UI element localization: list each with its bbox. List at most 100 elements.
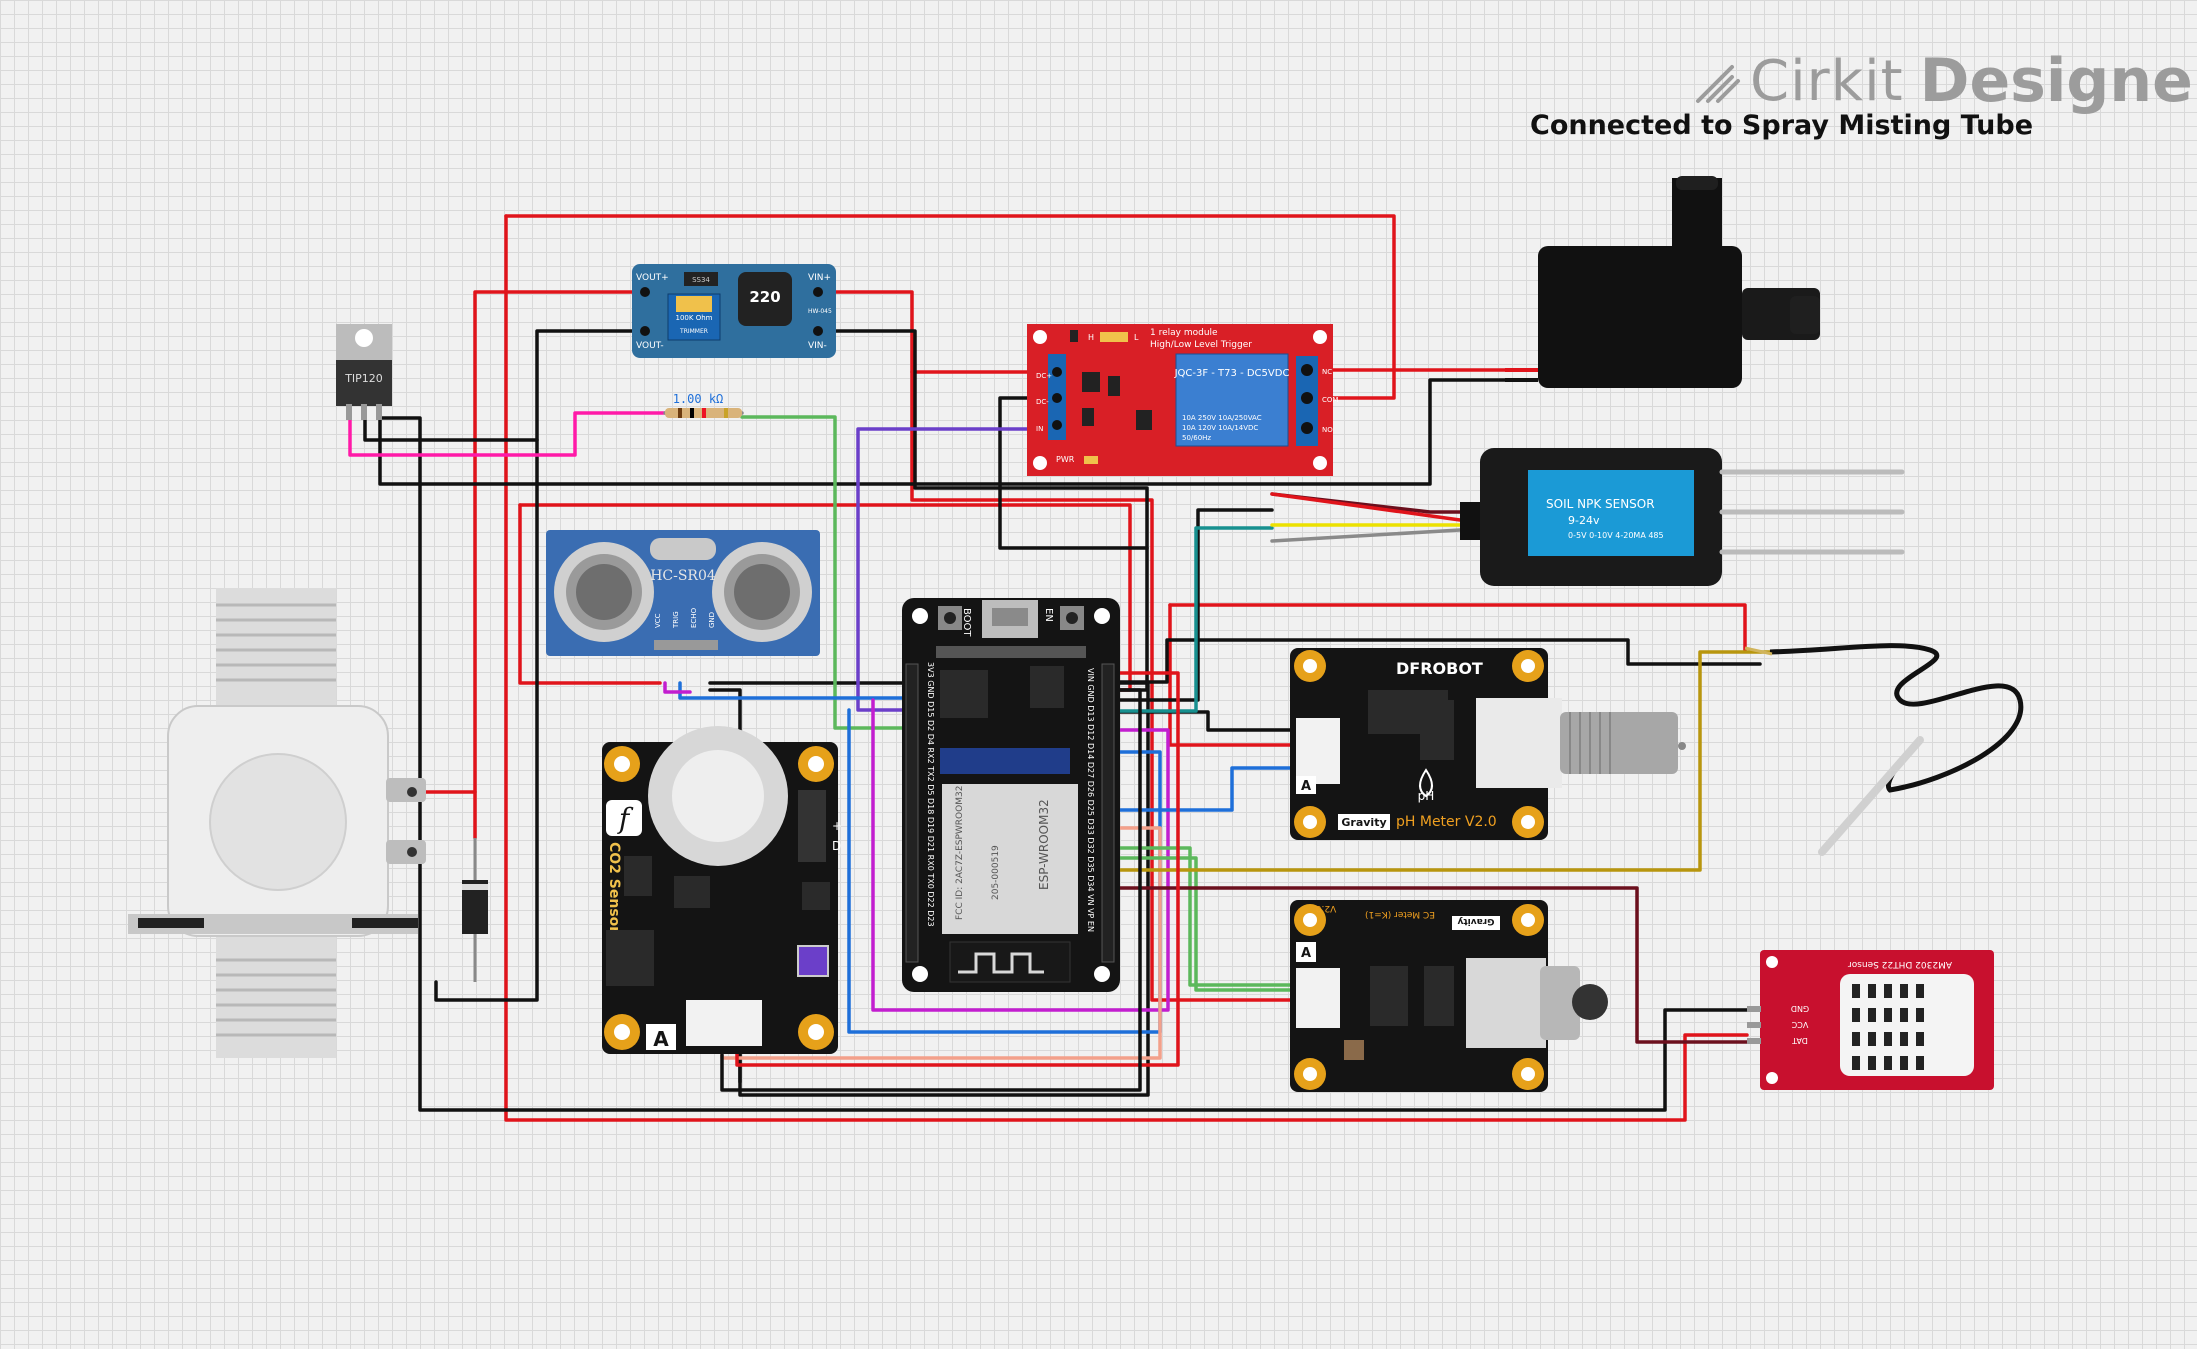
ec-ver: V2.0 xyxy=(1315,903,1336,913)
relay-pin-dcplus: DC+ xyxy=(1036,372,1052,380)
wire-red[interactable] xyxy=(1168,603,1292,747)
wire-teal[interactable] xyxy=(1105,526,1274,713)
soil-npk-sensor[interactable]: SOIL NPK SENSOR 9-24v 0-5V 0-10V 4-20MA … xyxy=(1460,448,1905,586)
esp32-boot: BOOT xyxy=(961,608,972,637)
solenoid-valve[interactable] xyxy=(128,588,426,1058)
ph-tag: Gravity xyxy=(1341,816,1386,829)
brand-name-part2: Designer xyxy=(1919,46,2197,116)
ph-name: pH Meter V2.0 xyxy=(1396,814,1497,830)
wire-green[interactable] xyxy=(1105,846,1327,987)
relay-pin-dcminus: DC- xyxy=(1036,398,1049,406)
cirkit-designer-logo: Cirkit Designer xyxy=(1692,46,2197,116)
wire-black[interactable] xyxy=(1105,710,1292,732)
relay-pwr: PWR xyxy=(1056,455,1075,464)
hcsr04-pin-vcc: VCC xyxy=(654,613,662,628)
hcsr04-pin-trig: TRIG xyxy=(672,611,680,629)
wire-red[interactable] xyxy=(410,290,647,794)
diode[interactable] xyxy=(462,838,488,982)
wire-red[interactable] xyxy=(1270,492,1462,522)
co2-sensor[interactable]: f CO2 Sensor + D A xyxy=(602,726,842,1054)
esp32-board[interactable]: BOOT EN FCC ID: 2AC7Z-ESPWROOM32 ESP-WRO… xyxy=(902,598,1120,992)
buck-vout-plus: VOUT+ xyxy=(636,273,669,283)
relay-rating2: 10A 120V 10A/14VDC xyxy=(1182,424,1258,432)
esp32-left-pins: 3V3 GND D15 D2 D4 RX2 TX2 D5 D18 D19 D21… xyxy=(926,662,935,927)
cirkit-logo-icon xyxy=(1696,65,1740,103)
wire-red[interactable] xyxy=(504,214,1749,1122)
ec-name: EC Meter (K=1) xyxy=(1365,909,1435,919)
relay-h: H xyxy=(1088,333,1094,342)
ec-a: A xyxy=(1301,946,1311,961)
relay-rating1: 10A 250V 10A/250VAC xyxy=(1182,414,1262,422)
ph-brand: DFROBOT xyxy=(1396,659,1483,678)
wire-black[interactable] xyxy=(1105,508,1274,702)
ph-ph: pH xyxy=(1418,789,1435,803)
buck-vout-minus: VOUT- xyxy=(636,341,664,351)
tip120-transistor[interactable]: TIP120 xyxy=(336,324,392,420)
wire-black[interactable] xyxy=(708,680,1150,1097)
wire-black[interactable] xyxy=(378,416,1749,1112)
dht-title: AM2302 DHT22 Sensor xyxy=(1848,959,1952,969)
wire-black[interactable] xyxy=(363,416,539,442)
wire-black[interactable] xyxy=(1105,638,1762,684)
esp32-fcc: FCC ID: 2AC7Z-ESPWROOM32 xyxy=(955,786,965,920)
hcsr04-pin-gnd: GND xyxy=(708,612,716,628)
npk-volt: 9-24v xyxy=(1568,514,1600,527)
buck-vin-plus: VIN+ xyxy=(808,273,831,283)
wire-maroon[interactable] xyxy=(1105,886,1749,1044)
relay-title2: High/Low Level Trigger xyxy=(1150,340,1252,350)
temperature-probe[interactable] xyxy=(1744,643,2024,856)
dht-pin-gnd: GND xyxy=(1791,1004,1809,1013)
hcsr04-pin-echo: ECHO xyxy=(690,607,698,628)
relay-module[interactable]: H L 1 relay module High/Low Level Trigge… xyxy=(1027,324,1338,476)
ec-tag: Gravity xyxy=(1457,916,1494,926)
wire-black[interactable] xyxy=(434,329,647,1002)
wire-gray[interactable] xyxy=(1270,528,1462,543)
ph-a: A xyxy=(1301,779,1311,794)
wire-black[interactable] xyxy=(720,688,1142,1092)
wire-red[interactable] xyxy=(1168,603,1747,652)
wire-magenta[interactable] xyxy=(871,698,1170,1012)
wire-red[interactable] xyxy=(504,214,1396,400)
ph-meter[interactable]: DFROBOT pH Gravity pH Meter V2.0 A xyxy=(1290,648,1686,840)
wire-red[interactable] xyxy=(816,290,1292,1002)
relay-coil: JQC-3F - T73 - DC5VDC xyxy=(1174,368,1290,379)
wire-blue[interactable] xyxy=(678,681,912,700)
resistor-label: 1.00 kΩ xyxy=(673,392,724,406)
wire-purple[interactable] xyxy=(856,427,1029,712)
relay-l: L xyxy=(1134,333,1139,342)
buck-model: HW-045 xyxy=(808,308,832,315)
hc-sr04-ultrasonic[interactable]: HC-SR04 VCC TRIG ECHO GND xyxy=(546,530,820,656)
buck-converter[interactable]: 100K Ohm TRIMMER SS34 220 VOUT+ VOUT- VI… xyxy=(632,264,836,358)
relay-pin-no: NO xyxy=(1322,426,1333,434)
wire-black[interactable] xyxy=(378,378,1537,486)
wire-olive[interactable] xyxy=(1105,650,1772,872)
wire-pink[interactable] xyxy=(348,411,667,457)
spray-annotation: Connected to Spray Misting Tube xyxy=(1530,110,2034,141)
dht22-sensor[interactable]: AM2302 DHT22 Sensor GND VCC DAT xyxy=(1747,950,1994,1090)
wire-green[interactable] xyxy=(1105,856,1327,992)
wire-blue[interactable] xyxy=(1105,766,1292,812)
trimmer-tag: TRIMMER xyxy=(679,328,708,335)
co2-d: D xyxy=(832,839,841,853)
tip120-label: TIP120 xyxy=(344,372,383,385)
buck-ic: SS34 xyxy=(692,276,710,284)
trimmer-label: 100K Ohm xyxy=(676,314,713,322)
relay-pin-in: IN xyxy=(1036,425,1043,433)
wire-magenta[interactable] xyxy=(663,681,692,694)
water-pump[interactable] xyxy=(1505,176,1820,388)
esp32-module: ESP-WROOM32 xyxy=(1037,799,1051,890)
esp32-r: 205-000519 xyxy=(991,845,1001,900)
ec-meter[interactable]: Gravity EC Meter (K=1) V2.0 A xyxy=(1290,900,1608,1092)
dht-pin-vcc: VCC xyxy=(1791,1020,1808,1029)
co2-a: A xyxy=(653,1027,669,1051)
co2-label: CO2 Sensor xyxy=(606,842,622,933)
buck-vin-minus: VIN- xyxy=(808,341,827,351)
relay-rating3: 50/60Hz xyxy=(1182,434,1211,442)
relay-pin-nc: NC xyxy=(1322,368,1332,376)
esp32-right-pins: VIN GND D13 D12 D14 D27 D26 D25 D33 D32 … xyxy=(1086,668,1095,932)
wire-black[interactable] xyxy=(998,396,1149,550)
wire-red[interactable] xyxy=(518,503,662,685)
relay-title1: 1 relay module xyxy=(1150,328,1218,338)
resistor[interactable]: 1.00 kΩ xyxy=(665,392,742,418)
dht-pin-dat: DAT xyxy=(1792,1036,1808,1045)
